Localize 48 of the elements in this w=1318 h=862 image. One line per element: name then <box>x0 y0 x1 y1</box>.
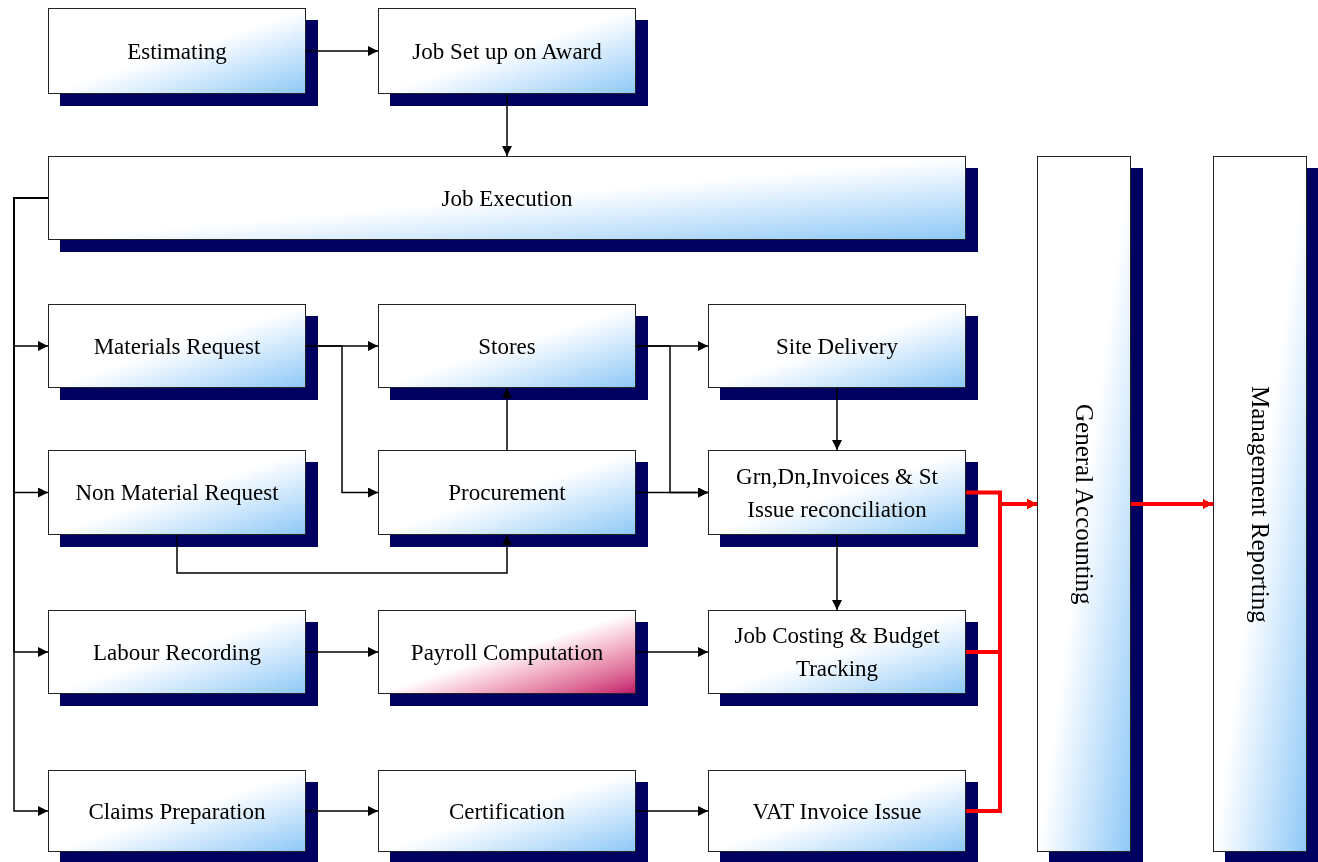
box-label: Labour Recording <box>93 638 261 667</box>
arrow <box>305 647 379 657</box>
process-box <box>48 770 306 852</box>
box-label: Stores <box>478 332 536 361</box>
process-box <box>378 770 636 852</box>
process-box <box>378 8 636 94</box>
box-label: Job Costing & Budget Tracking <box>733 622 941 683</box>
arrow <box>635 487 709 498</box>
process-box <box>378 610 636 694</box>
process-box <box>708 304 966 388</box>
arrow <box>1131 499 1213 509</box>
process-box <box>48 450 306 535</box>
arrow <box>305 345 379 498</box>
box-label: Payroll Computation <box>410 638 604 667</box>
arrow <box>176 534 512 574</box>
arrow <box>635 647 709 657</box>
box-label: Claims Preparation <box>88 797 266 826</box>
box-label: Management Reporting <box>1245 385 1275 623</box>
process-box <box>708 770 966 852</box>
box-label: VAT Invoice Issue <box>752 797 922 826</box>
process-box <box>708 610 966 694</box>
process-box <box>1213 156 1307 852</box>
process-box <box>48 8 306 94</box>
box-label: General Accounting <box>1069 403 1099 605</box>
process-box <box>378 304 636 388</box>
arrow <box>305 806 379 816</box>
process-box <box>708 450 966 535</box>
box-label: Estimating <box>127 37 227 66</box>
arrow <box>305 46 379 56</box>
process-box <box>48 304 306 388</box>
box-label: Job Set up on Award <box>412 37 602 66</box>
arrow <box>13 197 49 816</box>
box-label: Job Execution <box>441 184 573 213</box>
arrow <box>502 93 512 157</box>
box-label: Certification <box>448 797 566 826</box>
box-label: Non Material Request <box>75 479 279 507</box>
box-label: Materials Request <box>93 332 261 361</box>
arrow <box>635 806 709 816</box>
box-label: Site Delivery <box>776 332 898 361</box>
process-box <box>48 156 966 240</box>
box-label: Grn,Dn,Invoices & St Issue reconciliation <box>735 462 939 524</box>
process-box <box>1037 156 1131 852</box>
process-box <box>48 610 306 694</box>
process-box <box>378 450 636 535</box>
arrow <box>832 387 842 451</box>
box-label: Procurement <box>448 479 566 507</box>
arrow <box>832 534 842 611</box>
arrow <box>502 387 512 451</box>
